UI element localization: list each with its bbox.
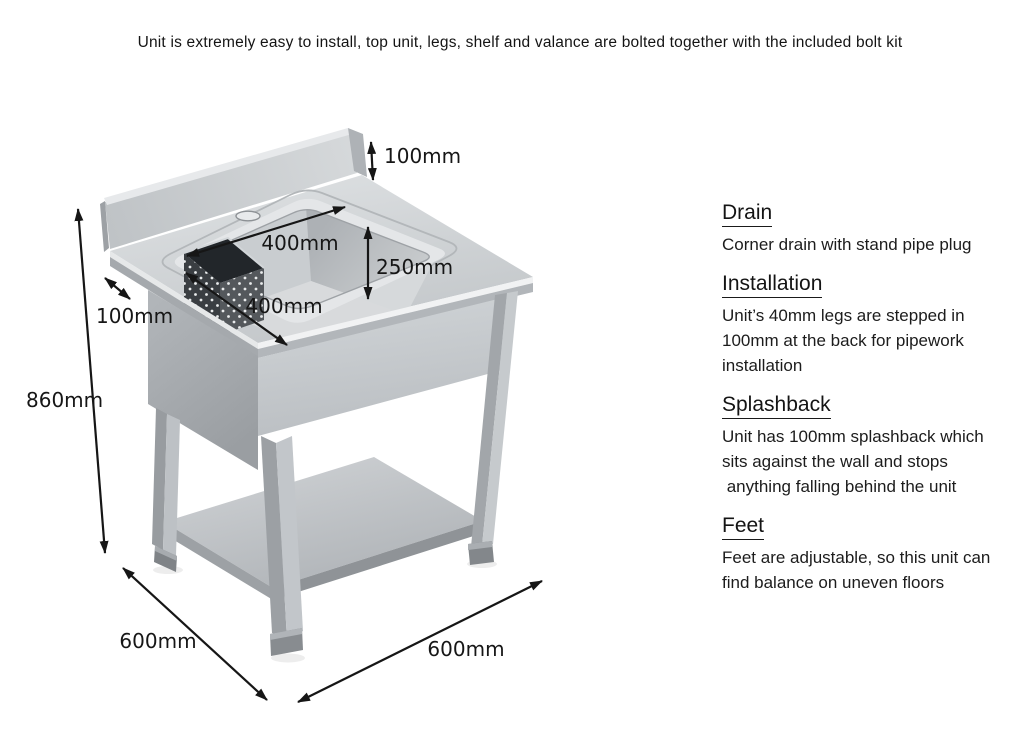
section-heading-splashback: Splashback [722, 392, 1022, 419]
info-section-drain: Drain Corner drain with stand pipe plug [722, 200, 1022, 257]
info-section-feet: Feet Feet are adjustable, so this unit c… [722, 513, 1022, 595]
info-panel: Drain Corner drain with stand pipe plug … [722, 200, 1022, 609]
back-left-leg [152, 408, 180, 572]
right-leg-face-left [471, 293, 507, 547]
foot-shadow-front [271, 653, 305, 663]
section-line: find balance on uneven floors [722, 573, 945, 592]
dim-arrow-back-step [104, 277, 131, 300]
shelf-edge-front-right [273, 521, 483, 600]
front-leg [261, 436, 303, 656]
sink-unit [100, 128, 533, 663]
dim-arrow-unit-width [297, 580, 543, 703]
section-heading-installation: Installation [722, 271, 1022, 298]
dim-label-back-step: 100mm [96, 304, 173, 328]
section-line: Unit’s 40mm legs are stepped in [722, 306, 965, 325]
dim-label-unit-width: 600mm [427, 637, 504, 661]
dim-label-splashback-height: 100mm [384, 144, 461, 168]
front-leg-face-left [261, 436, 287, 640]
front-apron [258, 296, 510, 436]
tap-hole [235, 210, 261, 222]
right-foot-top [468, 541, 492, 550]
info-section-installation: Installation Unit’s 40mm legs are steppe… [722, 271, 1022, 378]
section-line: installation [722, 356, 803, 375]
dim-label-bowl-width-front: 400mm [245, 294, 322, 318]
splashback-face [105, 131, 357, 249]
dimension-annotations [74, 141, 543, 703]
back-left-leg-face-right [163, 414, 180, 556]
dim-label-bowl-depth: 250mm [376, 255, 453, 279]
right-leg-face-right [482, 291, 518, 546]
info-section-splashback: Splashback Unit has 100mm splashback whi… [722, 392, 1022, 499]
top-note: Unit is extremely easy to install, top u… [137, 34, 903, 51]
front-foot-top [270, 628, 302, 640]
dim-label-unit-height: 860mm [26, 388, 103, 412]
section-heading-text: Feet [722, 514, 765, 540]
dim-arrow-bowl-width-top [186, 205, 346, 258]
dim-label-unit-depth: 600mm [119, 629, 196, 653]
section-heading-drain: Drain [722, 200, 1022, 227]
dim-label-bowl-width-top: 400mm [261, 231, 338, 255]
section-line: Corner drain with stand pipe plug [722, 235, 972, 254]
dim-arrow-splashback-height [367, 141, 377, 181]
right-leg [468, 291, 518, 565]
splashback-end-cap [348, 128, 367, 177]
section-line: Unit has 100mm splashback which [722, 427, 984, 446]
dim-arrow-unit-height [74, 208, 109, 554]
counter-edge-right [258, 283, 533, 358]
front-leg-face-right [276, 436, 303, 640]
under-shelf [164, 457, 483, 600]
section-line: Feet are adjustable, so this unit can [722, 548, 991, 567]
counter-edge-right-highlight [258, 277, 533, 349]
section-line: anything falling behind the unit [722, 477, 957, 496]
dim-arrow-unit-depth [122, 567, 268, 701]
back-left-foot-top [155, 546, 177, 561]
back-left-leg-face-left [152, 408, 167, 550]
left-side-panel [148, 290, 258, 470]
section-heading-text: Installation [722, 272, 823, 298]
section-line: 100mm at the back for pipework [722, 331, 964, 350]
section-line: sits against the wall and stops [722, 452, 948, 471]
dim-arrow-bowl-width-front [185, 272, 288, 346]
section-heading-text: Drain [722, 201, 773, 227]
section-heading-text: Splashback [722, 393, 831, 419]
splashback [100, 128, 367, 252]
section-heading-feet: Feet [722, 513, 1022, 540]
shelf-top [164, 457, 483, 588]
splashback-top-edge [104, 128, 352, 205]
dimension-labels: 100mm 400mm 250mm 400mm 100mm 860mm 600m… [26, 144, 505, 661]
